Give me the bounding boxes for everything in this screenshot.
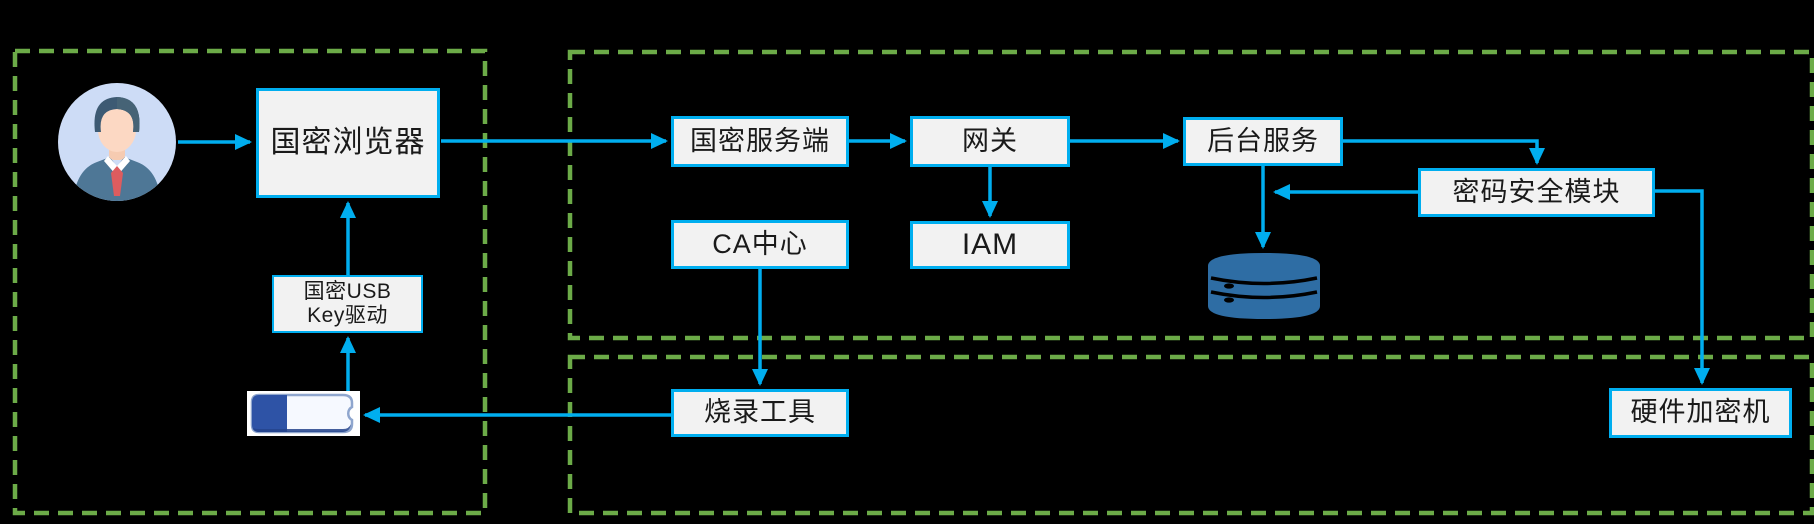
node-ca-center: CA中心 [671,220,849,269]
usb-key-icon [247,391,360,436]
node-server: 国密服务端 [671,116,849,167]
node-usb-driver-label-line2: Key驱动 [307,304,388,327]
user-avatar-icon [57,82,177,202]
node-browser: 国密浏览器 [256,88,440,198]
node-crypto-module-label: 密码安全模块 [1452,176,1621,207]
node-crypto-module: 密码安全模块 [1418,168,1655,217]
arrow-crypto-module-to-hsm [1655,189,1710,385]
node-iam-label: IAM [961,227,1019,261]
node-server-label: 国密服务端 [690,125,830,156]
node-hsm-label: 硬件加密机 [1630,397,1771,428]
node-backend-label: 后台服务 [1207,125,1319,156]
node-burn-tool: 烧录工具 [671,389,849,437]
node-browser-label: 国密浏览器 [270,125,426,159]
database-icon [1204,251,1324,321]
node-usb-driver-label-line1: 国密USB [303,279,392,303]
node-hsm: 硬件加密机 [1609,388,1792,438]
node-iam: IAM [910,221,1070,269]
node-gateway-label: 网关 [962,125,1018,156]
node-gateway: 网关 [910,116,1070,167]
node-ca-center-label: CA中心 [712,228,808,259]
region-provision-zone [567,354,1814,516]
node-backend: 后台服务 [1183,117,1343,166]
arrow-backend-to-crypto-module [1343,139,1545,165]
node-usb-driver: 国密USB Key驱动 [272,275,423,333]
node-burn-tool-label: 烧录工具 [704,397,816,428]
region-client-zone [12,48,488,516]
region-service-zone [567,49,1814,341]
